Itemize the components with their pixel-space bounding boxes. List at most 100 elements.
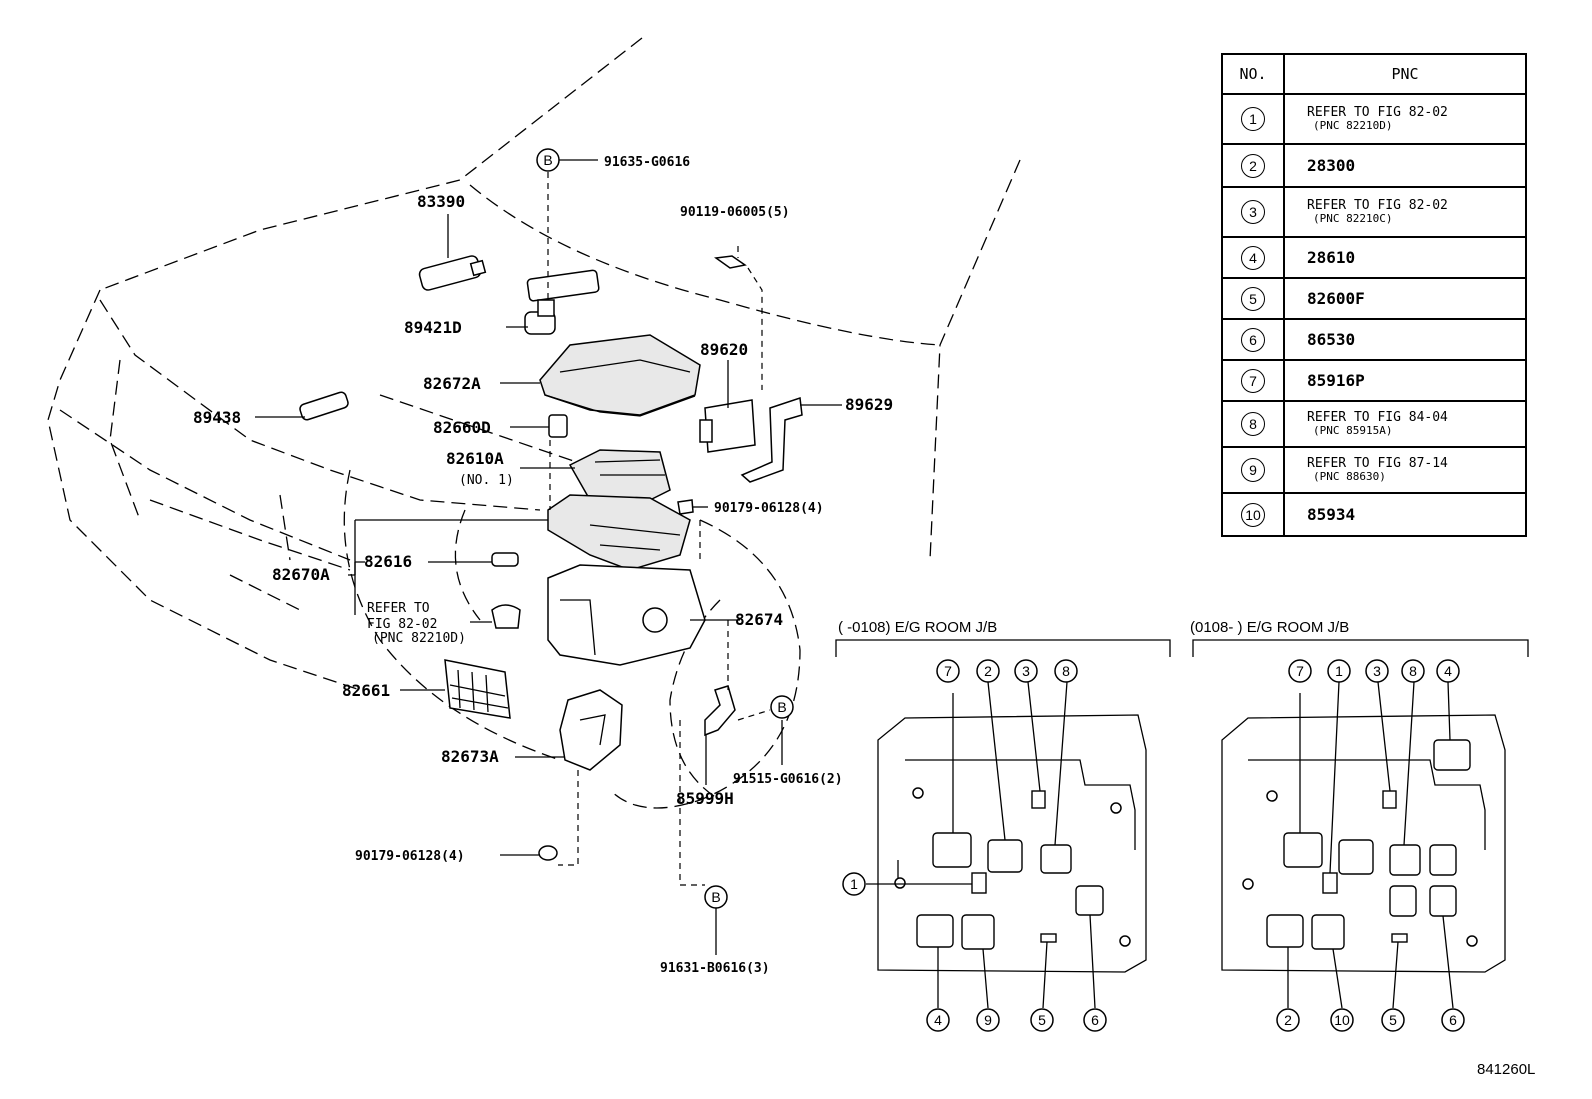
table-row: 5 82600F <box>1221 277 1527 320</box>
label-82674: 82674 <box>735 610 783 629</box>
jb-left-marker-5: 5 <box>1030 1008 1054 1032</box>
table-row: 10 85934 <box>1221 492 1527 537</box>
label-82610A: 82610A <box>446 449 504 468</box>
label-89620: 89620 <box>700 340 748 359</box>
table-row: 4 28610 <box>1221 236 1527 279</box>
row-pnc: 82600F <box>1307 289 1365 308</box>
jb-right-marker-1: 1 <box>1327 659 1351 683</box>
part-89421D-sensor <box>524 269 600 335</box>
jb-right-marker-4: 4 <box>1436 659 1460 683</box>
part-82661-cover-plate <box>444 659 511 719</box>
label-90179-bot: 90179-06128(4) <box>355 849 465 864</box>
row-number: 2 <box>1241 153 1265 178</box>
jb-left-marker-8: 8 <box>1054 659 1078 683</box>
jb-left-detail: ( -0108) E/G ROOM J/B <box>835 619 1171 1009</box>
row-pnc-sub: (PNC 88630) <box>1313 470 1386 483</box>
table-row: 1 REFER TO FIG 82-02(PNC 82210D) <box>1221 93 1527 145</box>
figure-code: 841260L <box>1477 1061 1535 1078</box>
jb-right-detail: (0108- ) E/G ROOM J/B <box>1190 619 1529 1009</box>
label-91515: 91515-G0616(2) <box>733 772 843 787</box>
row-number: 9 <box>1241 458 1265 482</box>
label-refer-3: (PNC 82210D) <box>372 631 466 646</box>
part-89620-module <box>699 399 756 453</box>
svg-text:4: 4 <box>934 1012 942 1028</box>
label-89438: 89438 <box>193 408 241 427</box>
jb-left-marker-2: 2 <box>976 659 1000 683</box>
part-labels: 91635-G0616 90119-06005(5) 83390 89421D … <box>193 155 893 976</box>
table-row: 9 REFER TO FIG 87-14(PNC 88630) <box>1221 446 1527 494</box>
jb-right-marker-7: 7 <box>1288 659 1312 683</box>
row-pnc: 28300 <box>1307 156 1356 175</box>
label-90119: 90119-06005(5) <box>680 205 790 220</box>
jb-left-marker-6: 6 <box>1083 1008 1107 1032</box>
part-screws <box>538 255 747 861</box>
label-82610A-no: (NO. 1) <box>459 473 514 488</box>
svg-text:6: 6 <box>1091 1012 1099 1028</box>
part-83390-switch <box>418 255 487 291</box>
row-pnc: 85934 <box>1307 505 1356 524</box>
table-row: 7 85916P <box>1221 359 1527 402</box>
label-82661: 82661 <box>342 681 390 700</box>
svg-text:B: B <box>711 889 720 905</box>
svg-text:5: 5 <box>1038 1012 1046 1028</box>
label-85999H: 85999H <box>676 789 734 808</box>
part-82674-case <box>547 564 706 666</box>
jb-left-marker-7: 7 <box>936 659 960 683</box>
jb-right-marker-2: 2 <box>1276 1008 1300 1032</box>
table-row: 3 REFER TO FIG 82-02(PNC 82210C) <box>1221 186 1527 238</box>
svg-text:1: 1 <box>1335 663 1343 679</box>
b-marker-bottom: B <box>704 885 728 955</box>
row-pnc: 28610 <box>1307 248 1356 267</box>
label-82672A: 82672A <box>423 374 481 393</box>
jb-left-header: ( -0108) E/G ROOM J/B <box>838 619 997 636</box>
label-91635: 91635-G0616 <box>604 155 690 170</box>
label-82616: 82616 <box>364 552 412 571</box>
svg-text:B: B <box>543 152 552 168</box>
dashed-leaders <box>547 172 771 886</box>
part-85999H-bracket <box>704 685 736 737</box>
part-82210D-plug <box>491 604 521 629</box>
jb-right-marker-8: 8 <box>1401 659 1425 683</box>
label-89629: 89629 <box>845 395 893 414</box>
jb-left-marker-1: 1 <box>842 872 866 896</box>
row-pnc: REFER TO FIG 82-02 <box>1307 198 1448 213</box>
row-pnc: REFER TO FIG 84-04 <box>1307 410 1448 425</box>
jb-right-marker-3: 3 <box>1365 659 1389 683</box>
jb-left-marker-9: 9 <box>976 1008 1000 1032</box>
table-row: 6 86530 <box>1221 318 1527 361</box>
jb-left-marker-3: 3 <box>1014 659 1038 683</box>
svg-text:2: 2 <box>984 663 992 679</box>
row-number: 8 <box>1241 412 1265 436</box>
label-90179-top: 90179-06128(4) <box>714 501 824 516</box>
svg-text:7: 7 <box>944 663 952 679</box>
table-row: 2 28300 <box>1221 143 1527 188</box>
svg-text:4: 4 <box>1444 663 1452 679</box>
row-pnc: REFER TO FIG 82-02 <box>1307 105 1448 120</box>
row-number: 10 <box>1241 502 1265 527</box>
row-number: 6 <box>1241 327 1265 352</box>
label-83390: 83390 <box>417 192 465 211</box>
svg-text:6: 6 <box>1449 1012 1457 1028</box>
svg-text:10: 10 <box>1334 1012 1350 1028</box>
header-pnc: PNC <box>1283 53 1527 95</box>
label-91631: 91631-B0616(3) <box>660 961 770 976</box>
svg-text:7: 7 <box>1296 663 1304 679</box>
part-89629-bracket <box>740 396 803 483</box>
row-pnc-sub: (PNC 85915A) <box>1313 424 1393 437</box>
svg-text:1: 1 <box>850 876 858 892</box>
svg-text:B: B <box>777 699 786 715</box>
row-number: 1 <box>1241 107 1265 131</box>
table-row: 8 REFER TO FIG 84-04(PNC 85915A) <box>1221 400 1527 448</box>
pnc-table-header: NO. PNC <box>1221 53 1527 95</box>
part-82660D-clip <box>548 414 568 438</box>
row-pnc-sub: (PNC 82210D) <box>1313 119 1393 132</box>
jb-right-marker-6: 6 <box>1441 1008 1465 1032</box>
jb-right-marker-5: 5 <box>1381 1008 1405 1032</box>
part-82616-fuse <box>491 552 519 567</box>
jb-right-markers: 7 1 3 8 4 2 10 5 6 <box>1276 659 1465 1032</box>
jb-left-markers: 7 2 3 8 1 4 9 5 6 <box>842 659 1107 1032</box>
jb-left-marker-4: 4 <box>926 1008 950 1032</box>
label-82660D: 82660D <box>433 418 491 437</box>
svg-text:8: 8 <box>1409 663 1417 679</box>
